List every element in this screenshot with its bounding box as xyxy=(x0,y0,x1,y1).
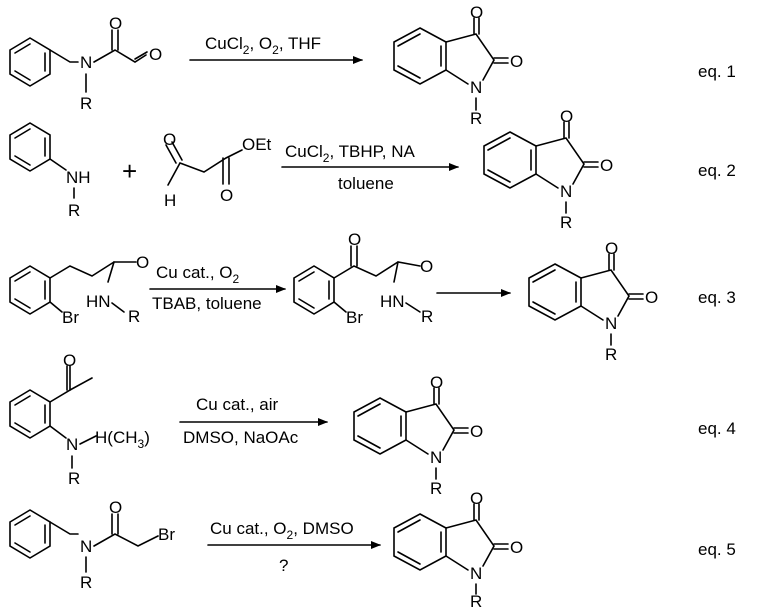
eq5-conditions-top: Cu cat., O2, DMSO xyxy=(210,519,354,542)
eq1-label: eq. 1 xyxy=(698,62,736,81)
atom-o: O xyxy=(149,45,162,64)
atom-o: O xyxy=(163,130,176,149)
atom-o: O xyxy=(420,257,433,276)
eq4-isatin-product: O O N R xyxy=(353,373,483,498)
atom-o: O xyxy=(600,156,613,175)
atom-n: N xyxy=(430,448,442,467)
atom-o: O xyxy=(470,489,483,508)
atom-r: R xyxy=(80,573,92,592)
eq1-conditions-top: CuCl2, O2, THF xyxy=(205,34,321,57)
eq5-starting-material: N R O Br xyxy=(9,498,175,592)
atom-o: O xyxy=(645,288,658,307)
plus-sign: + xyxy=(122,156,137,186)
eq5-label: eq. 5 xyxy=(698,540,736,559)
atom-o: O xyxy=(109,498,122,517)
atom-n: N xyxy=(66,435,78,454)
atom-r: R xyxy=(80,94,92,113)
atom-n: N xyxy=(80,537,92,556)
atom-hn: HN xyxy=(380,292,405,311)
atom-r: R xyxy=(421,307,433,326)
atom-hn: HN xyxy=(86,292,111,311)
atom-br: Br xyxy=(158,525,175,544)
atom-r: R xyxy=(560,213,572,232)
atom-o: O xyxy=(430,373,443,392)
eq3-isatin-product: O O N R xyxy=(528,239,658,364)
eq2-conditions-bottom: toluene xyxy=(338,174,394,193)
atom-o: O xyxy=(605,239,618,258)
atom-o: O xyxy=(136,253,149,272)
atom-n: N xyxy=(80,53,92,72)
atom-r: R xyxy=(68,201,80,220)
atom-r: R xyxy=(470,592,482,610)
eq5-conditions-bottom: ? xyxy=(279,556,288,575)
atom-o: O xyxy=(348,230,361,249)
eq3-starting-material: O Br HN R xyxy=(9,253,149,327)
eq2-aniline: NH R xyxy=(9,122,91,220)
eq3-conditions-bottom: TBAB, toluene xyxy=(152,294,262,313)
atom-h-ch3: H(CH3) xyxy=(95,428,150,451)
eq1-starting-material: N R O O xyxy=(9,14,162,113)
eq4-starting-material: O N H(CH3) R xyxy=(9,351,150,488)
eq3-conditions-top: Cu cat., O2 xyxy=(156,263,240,286)
atom-r: R xyxy=(128,307,140,326)
eq3-intermediate: O O Br HN R xyxy=(293,230,433,327)
atom-n: N xyxy=(605,314,617,333)
atom-br: Br xyxy=(346,308,363,327)
atom-nh: NH xyxy=(66,168,91,187)
atom-r: R xyxy=(68,469,80,488)
eq4-label: eq. 4 xyxy=(698,419,736,438)
eq4-conditions-bottom: DMSO, NaOAc xyxy=(183,428,299,447)
eq4-conditions-top: Cu cat., air xyxy=(196,395,279,414)
atom-h: H xyxy=(164,191,176,210)
eq2-isatin-product: O O N R xyxy=(483,107,613,232)
eq2-conditions-top: CuCl2, TBHP, NA xyxy=(285,142,415,165)
eq5-isatin-product: O O N R xyxy=(393,489,523,610)
atom-r: R xyxy=(605,345,617,364)
atom-o: O xyxy=(510,52,523,71)
atom-o: O xyxy=(470,3,483,22)
atom-r: R xyxy=(470,109,482,128)
eq2-label: eq. 2 xyxy=(698,161,736,180)
atom-n: N xyxy=(470,78,482,97)
atom-n: N xyxy=(560,182,572,201)
eq3-label: eq. 3 xyxy=(698,288,736,307)
eq2-ethyl-glyoxylate: O H O OEt xyxy=(163,130,272,210)
atom-oet: OEt xyxy=(242,135,272,154)
atom-o: O xyxy=(109,14,122,33)
atom-o: O xyxy=(510,538,523,557)
atom-o: O xyxy=(470,422,483,441)
atom-o: O xyxy=(220,186,233,205)
atom-o: O xyxy=(63,351,76,370)
atom-br: Br xyxy=(62,308,79,327)
atom-o: O xyxy=(560,107,573,126)
atom-r: R xyxy=(430,479,442,498)
eq1-isatin-product: O O N R xyxy=(393,3,523,128)
atom-n: N xyxy=(470,564,482,583)
